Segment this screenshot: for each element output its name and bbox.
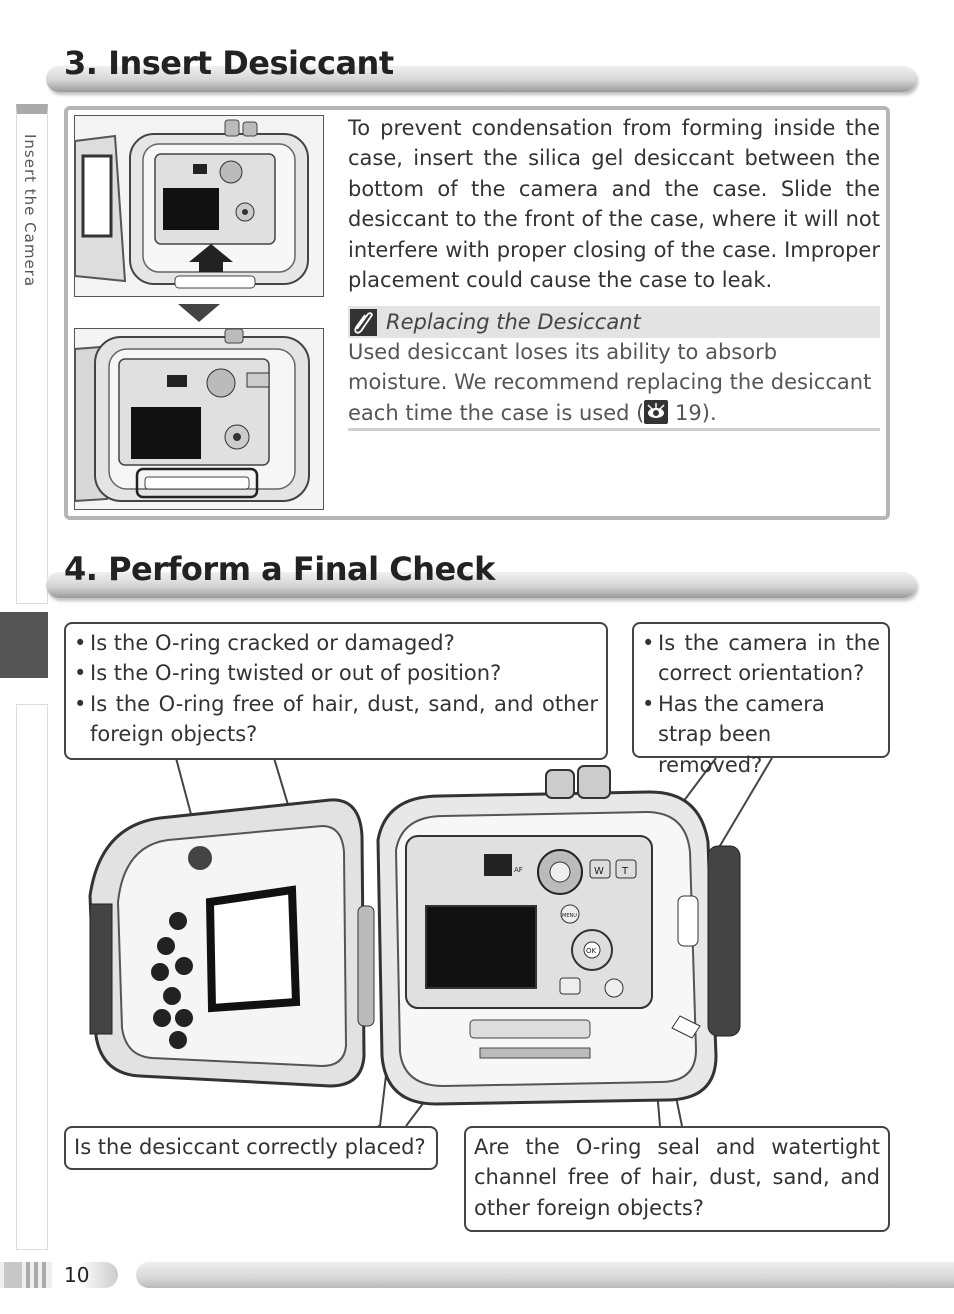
desiccant-check-callout: Is the desiccant correctly placed? bbox=[64, 1126, 438, 1170]
page-number-pill bbox=[52, 1262, 118, 1288]
section-4-title: 4. Perform a Final Check bbox=[64, 550, 495, 588]
page-number: 10 bbox=[64, 1263, 90, 1287]
side-tab-marker bbox=[0, 612, 48, 678]
svg-text:AF: AF bbox=[514, 866, 523, 874]
svg-text:OK: OK bbox=[586, 947, 597, 955]
section-4-heading-bar bbox=[46, 572, 916, 598]
desiccant-placed-photo bbox=[74, 328, 324, 510]
svg-text:W: W bbox=[594, 866, 604, 877]
camera-check-callout: Is the camera in the correct orientation… bbox=[632, 622, 890, 777]
page-reference: 19 bbox=[675, 400, 702, 425]
oring-check-item: Is the O-ring twisted or out of position… bbox=[74, 658, 598, 689]
oring-check-callout: Is the O-ring cracked or damaged? Is the… bbox=[64, 622, 608, 760]
note-body: Used desiccant loses its ability to abso… bbox=[348, 340, 872, 425]
note-title: Replacing the Desiccant bbox=[386, 310, 641, 334]
footer-bar bbox=[136, 1262, 954, 1288]
footer-stripes bbox=[0, 1262, 52, 1288]
down-arrow-icon bbox=[178, 304, 220, 322]
desiccant-instructions: To prevent condensation from forming ins… bbox=[348, 116, 880, 293]
channel-check-callout: Are the O-ring seal and watertight chann… bbox=[464, 1126, 890, 1232]
side-tab-label: Insert the Camera bbox=[21, 134, 39, 288]
svg-text:T: T bbox=[621, 866, 629, 877]
side-tab bbox=[16, 104, 48, 604]
camera-check-item: Is the camera in the correct orientation… bbox=[642, 628, 880, 689]
page-reference-icon bbox=[644, 399, 669, 424]
pencil-note-icon bbox=[350, 309, 377, 336]
note-divider bbox=[348, 428, 880, 431]
side-tab-lower bbox=[16, 704, 48, 1250]
final-check-illustration: AF W T MENU OK bbox=[88, 757, 773, 1127]
section-3-title: 3. Insert Desiccant bbox=[64, 44, 394, 82]
svg-text:MENU: MENU bbox=[562, 913, 577, 919]
oring-check-item: Is the O-ring cracked or damaged? bbox=[74, 628, 598, 659]
section-3-heading-bar bbox=[46, 66, 916, 92]
camera-check-item: Has the camera strap been removed? bbox=[642, 689, 880, 780]
desiccant-insert-photo bbox=[74, 115, 324, 297]
oring-check-item: Is the O-ring free of hair, dust, sand, … bbox=[74, 689, 598, 750]
note-header bbox=[348, 306, 880, 338]
